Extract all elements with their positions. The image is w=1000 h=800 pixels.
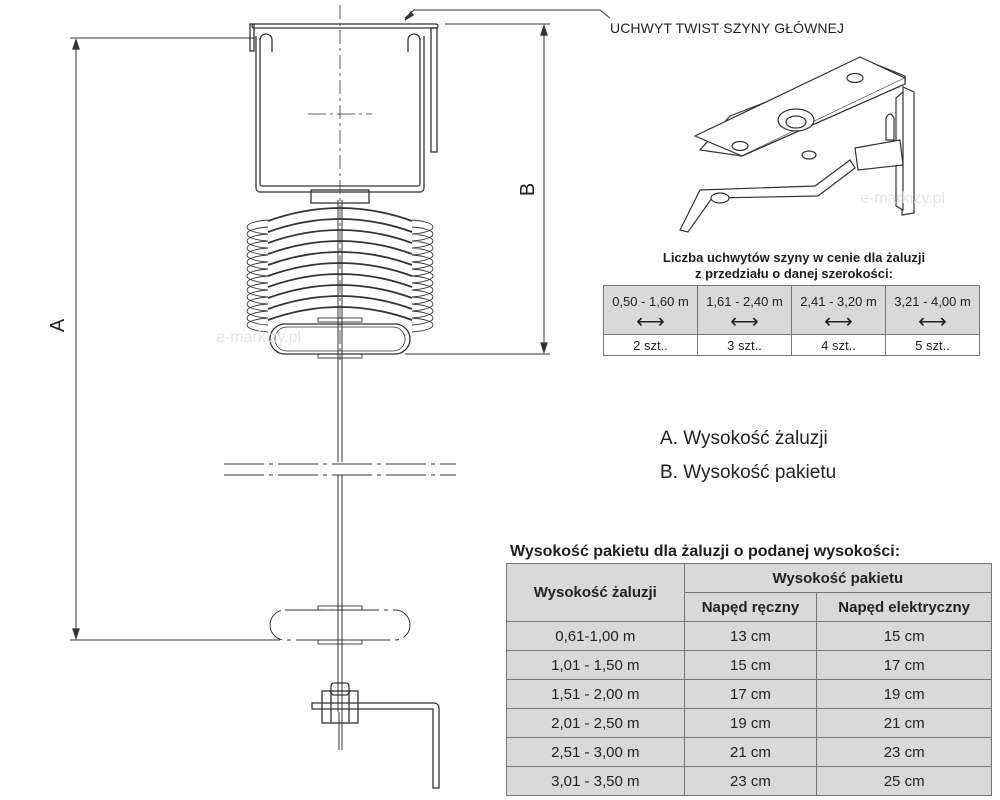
- width-arrow-icon: ⟷: [885, 309, 980, 335]
- bracket-table-title-line1: Liczba uchwytów szyny w cenie dla żaluzj…: [662, 250, 926, 265]
- dimension-a-label: A: [47, 318, 70, 333]
- electric-package-height: 15 cm: [816, 621, 992, 651]
- manual-package-height: 17 cm: [683, 679, 818, 709]
- electric-package-height: 25 cm: [816, 766, 992, 796]
- twist-bracket-illustration: [679, 56, 915, 233]
- manual-package-height: 23 cm: [683, 766, 818, 796]
- table-row: 1,01 - 1,50 m 15 cm 17 cm: [506, 650, 992, 680]
- electric-package-height: 19 cm: [816, 679, 992, 709]
- slat-stack: [267, 207, 413, 321]
- watermark: e-markizy.pl: [216, 329, 302, 346]
- manual-package-height: 21 cm: [683, 737, 818, 767]
- bracket-count: 5 szt..: [885, 334, 980, 356]
- blind-height: 2,01 - 2,50 m: [506, 708, 685, 738]
- dimension-a: [70, 37, 280, 641]
- header-package-height: Wysokość pakietu: [683, 563, 993, 593]
- bracket-count: 3 szt..: [697, 334, 792, 356]
- dimension-b-label: B: [517, 182, 540, 197]
- header-blind-height: Wysokość żaluzji: [506, 563, 685, 622]
- electric-package-height: 21 cm: [816, 708, 992, 738]
- table-row: 0,61-1,00 m 13 cm 15 cm: [506, 621, 992, 651]
- width-arrow-icon: ⟷: [603, 309, 698, 335]
- table-row: 2,01 - 2,50 m 19 cm 21 cm: [506, 708, 992, 738]
- width-arrow-icon: ⟷: [697, 309, 792, 335]
- width-range: 1,61 - 2,40 m: [697, 285, 792, 309]
- header-manual-drive: Napęd ręczny: [683, 592, 818, 622]
- blind-height: 3,01 - 3,50 m: [506, 766, 685, 796]
- bottom-rail-stacked: [269, 317, 411, 359]
- blind-height: 1,01 - 1,50 m: [506, 650, 685, 680]
- tilt-rod: [337, 200, 343, 750]
- width-arrow-icon: ⟷: [791, 309, 886, 335]
- width-range: 3,21 - 4,00 m: [885, 285, 980, 309]
- width-range: 2,41 - 3,20 m: [791, 285, 886, 309]
- table-row: 1,51 - 2,00 m 17 cm 19 cm: [506, 679, 992, 709]
- bracket-count: 2 szt..: [603, 334, 698, 356]
- blind-height: 2,51 - 3,00 m: [506, 737, 685, 767]
- ladder-cords: [246, 219, 434, 333]
- legend-item-a: A. Wysokość żaluzji: [660, 428, 828, 449]
- table-row: 3,01 - 3,50 m 23 cm 25 cm: [506, 766, 992, 796]
- break-lines: [224, 463, 456, 476]
- electric-package-height: 23 cm: [816, 737, 992, 767]
- bracket-count-table: 0,50 - 1,60 m 1,61 - 2,40 m 2,41 - 3,20 …: [603, 285, 980, 356]
- manual-package-height: 13 cm: [683, 621, 818, 651]
- package-table-title: Wysokość pakietu dla żaluzji o podanej w…: [510, 543, 901, 560]
- bottom-rail-extended: [269, 609, 411, 641]
- width-range: 0,50 - 1,60 m: [603, 285, 698, 309]
- headrail: [249, 23, 439, 204]
- callout-label: UCHWYT TWIST SZYNY GŁÓWNEJ: [610, 20, 845, 36]
- manual-package-height: 15 cm: [683, 650, 818, 680]
- table-row: 2,51 - 3,00 m 21 cm 23 cm: [506, 737, 992, 767]
- bottom-bracket: [311, 682, 440, 789]
- manual-package-height: 19 cm: [683, 708, 818, 738]
- bracket-count: 4 szt..: [791, 334, 886, 356]
- bracket-table-title-line2: z przedziału o danej szerokości:: [695, 266, 893, 281]
- blind-height: 0,61-1,00 m: [506, 621, 685, 651]
- header-electric-drive: Napęd elektryczny: [816, 592, 992, 622]
- watermark: e-markizy.pl: [860, 190, 946, 207]
- callout-leader: [404, 9, 611, 21]
- legend-item-b: B. Wysokość pakietu: [660, 462, 837, 483]
- blind-height: 1,51 - 2,00 m: [506, 679, 685, 709]
- bracket-table-title: Liczba uchwytów szyny w cenie dla żaluzj…: [604, 250, 984, 282]
- package-height-table: Wysokość żaluzji Wysokość pakietu Napęd …: [506, 563, 993, 796]
- electric-package-height: 17 cm: [816, 650, 992, 680]
- dimension-b: [405, 23, 550, 355]
